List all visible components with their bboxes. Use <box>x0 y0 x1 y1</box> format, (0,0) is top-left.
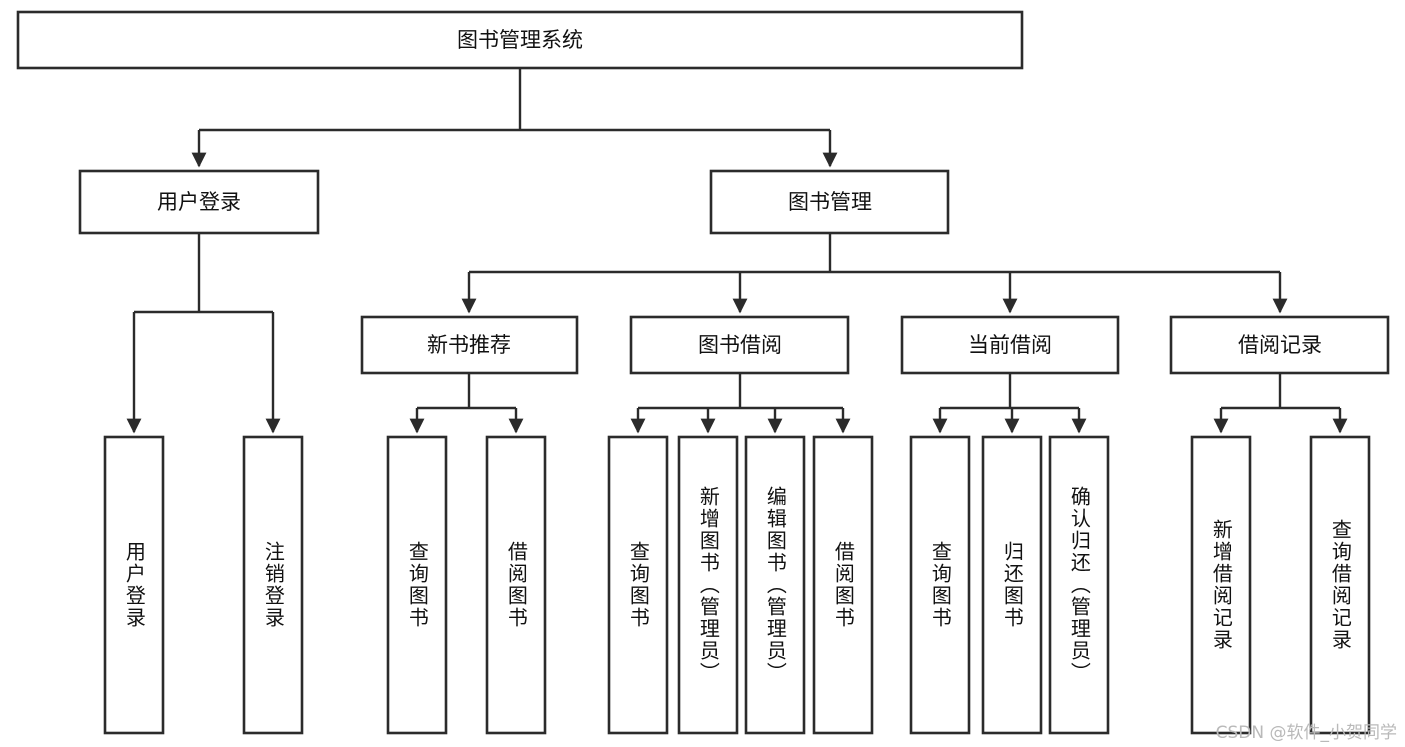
leaf-box-query-books-new[interactable] <box>386 435 448 735</box>
leaf-box-edit-book-admin[interactable] <box>744 435 806 735</box>
node-current-borrow[interactable]: 当前借阅 <box>900 315 1120 375</box>
leaf-box-return-books[interactable] <box>981 435 1043 735</box>
leaf-box-borrow-books-new[interactable] <box>485 435 547 735</box>
node-new-book-recommend[interactable]: 新书推荐 <box>360 315 579 375</box>
leaf-box-user-login[interactable] <box>103 435 165 735</box>
leaf-box-query-books[interactable] <box>607 435 669 735</box>
leaf-box-borrow-books[interactable] <box>812 435 874 735</box>
node-user-login-box[interactable] <box>78 169 320 235</box>
leaf-nodes <box>103 435 1371 735</box>
node-new-book-recommend-label: 新书推荐 <box>427 333 511 357</box>
node-user-login[interactable]: 用户登录 <box>78 169 320 235</box>
connectors <box>126 68 1348 434</box>
node-book-borrow[interactable]: 图书借阅 <box>629 315 850 375</box>
node-book-management[interactable]: 图书管理 <box>709 169 950 235</box>
node-root-box[interactable] <box>16 10 1024 70</box>
node-book-management-box[interactable] <box>709 169 950 235</box>
node-current-borrow-box[interactable] <box>900 315 1120 375</box>
csdn-watermark: CSDN @软件_小贺同学 <box>1215 723 1397 743</box>
leaf-box-query-books-cur[interactable] <box>909 435 971 735</box>
leaf-box-add-record[interactable] <box>1190 435 1252 735</box>
leaf-box-confirm-return[interactable] <box>1048 435 1110 735</box>
node-borrow-record-box[interactable] <box>1169 315 1390 375</box>
node-book-borrow-box[interactable] <box>629 315 850 375</box>
node-borrow-record[interactable]: 借阅记录 <box>1169 315 1390 375</box>
leaf-box-query-record[interactable] <box>1309 435 1371 735</box>
node-user-login-label: 用户登录 <box>157 190 241 214</box>
node-root[interactable]: 图书管理系统 <box>16 10 1024 70</box>
node-root-label: 图书管理系统 <box>457 28 583 52</box>
node-borrow-record-label: 借阅记录 <box>1238 333 1322 357</box>
node-book-management-label: 图书管理 <box>788 190 872 214</box>
node-book-borrow-label: 图书借阅 <box>698 333 782 357</box>
node-current-borrow-label: 当前借阅 <box>968 333 1052 357</box>
leaf-box-logout[interactable] <box>242 435 304 735</box>
leaf-box-add-book-admin[interactable] <box>677 435 739 735</box>
node-new-book-recommend-box[interactable] <box>360 315 579 375</box>
